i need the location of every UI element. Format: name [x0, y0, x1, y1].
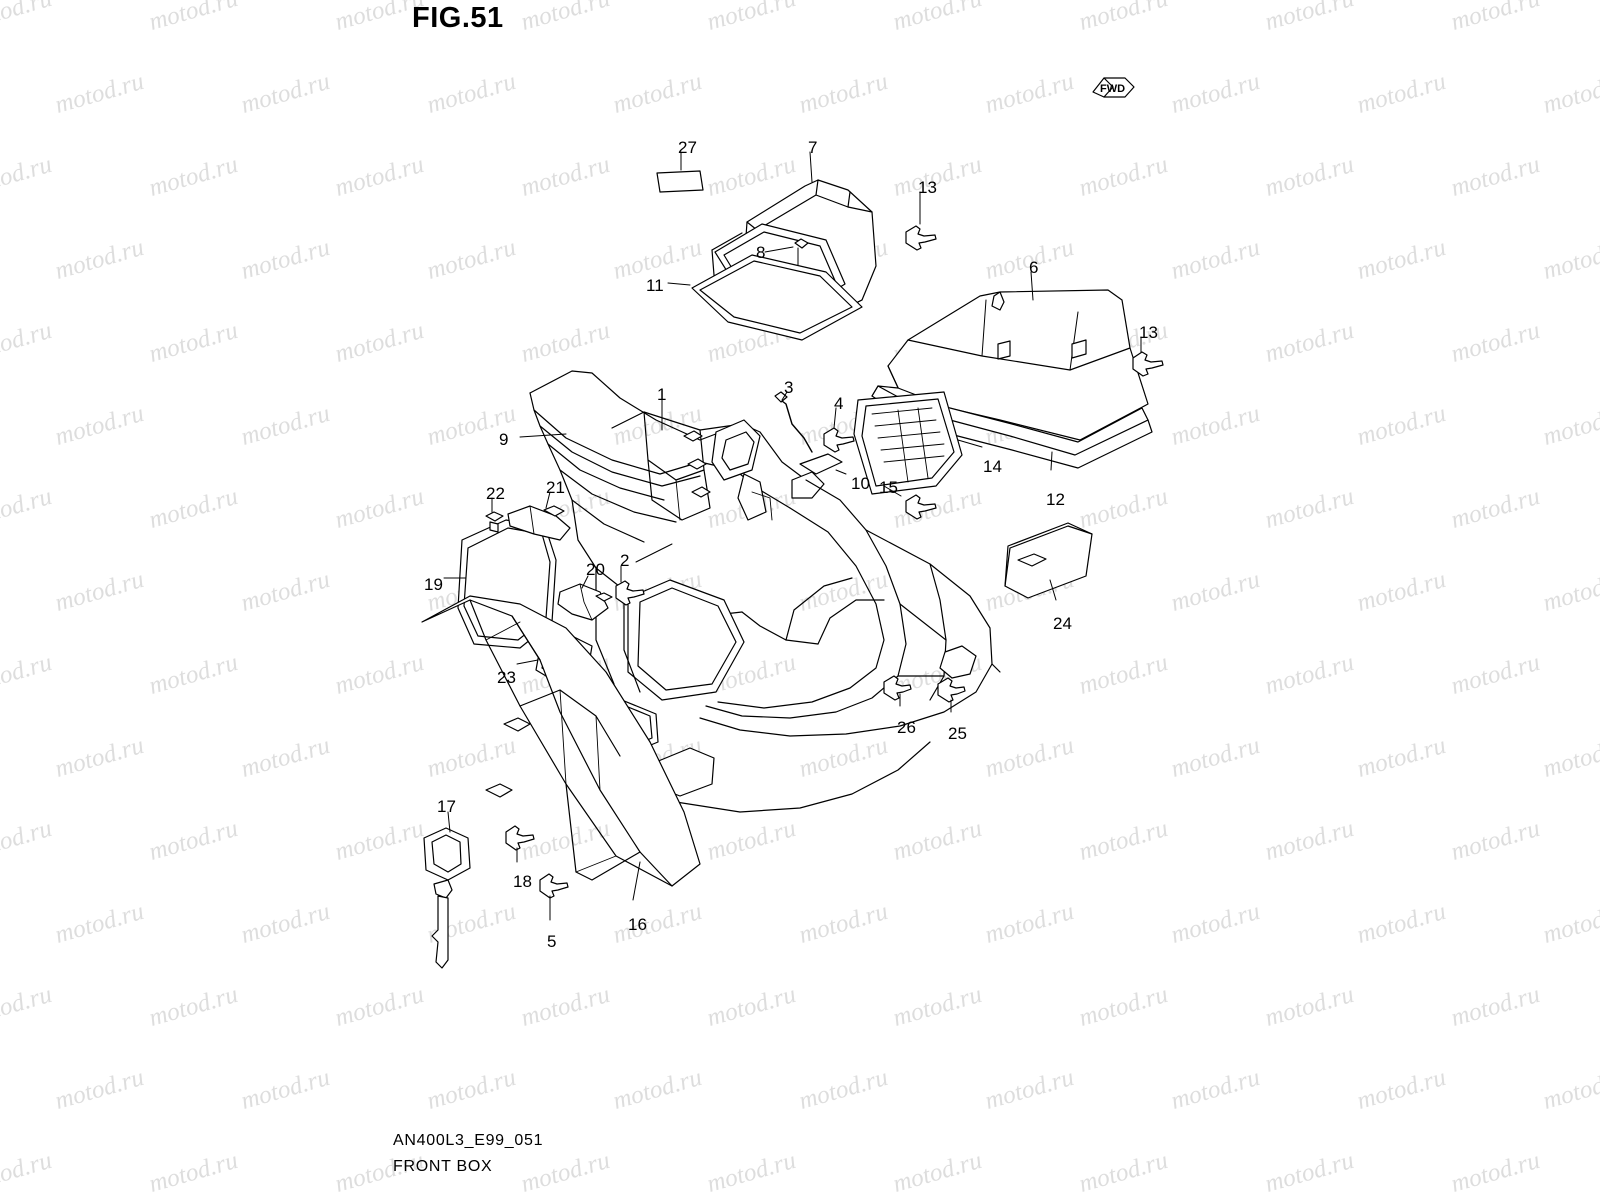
callout-22: 22	[486, 484, 505, 503]
callout-2: 2	[620, 551, 630, 570]
part-15-screw	[905, 494, 937, 520]
part-21-hinge	[507, 505, 571, 541]
part-11-gasket	[691, 254, 863, 341]
callout-26: 26	[897, 718, 916, 737]
callout-15: 15	[879, 478, 898, 497]
figure-footer: AN400L3_E99_051 FRONT BOX	[393, 1128, 543, 1180]
callout-4: 4	[834, 394, 844, 413]
callout-6: 6	[1029, 258, 1039, 277]
callout-23: 23	[497, 668, 516, 687]
part-20-latch	[557, 583, 613, 621]
callout-25: 25	[948, 724, 967, 743]
callout-13b: 13	[1139, 323, 1158, 342]
part-16-lower-trim	[421, 595, 701, 887]
callout-14: 14	[983, 457, 1002, 476]
page-title: FIG.51	[412, 2, 504, 34]
callout-19: 19	[424, 575, 443, 594]
part-17-lock-set	[423, 827, 471, 969]
part-25-screw	[937, 677, 966, 703]
part-22-cap	[485, 511, 504, 533]
callout-11: 11	[646, 276, 664, 295]
footer-code: AN400L3_E99_051	[393, 1132, 544, 1149]
part-27-plate	[656, 170, 704, 193]
callout-3: 3	[784, 378, 794, 397]
part-6-inner-box	[887, 289, 1149, 441]
callout-18: 18	[513, 872, 532, 891]
footer-name: FRONT BOX	[393, 1158, 493, 1175]
callout-8: 8	[756, 243, 766, 262]
callout-20: 20	[586, 560, 605, 579]
fwd-arrow-icon: FWD	[1092, 77, 1135, 98]
callout-16: 16	[628, 915, 647, 934]
part-2-screw	[615, 580, 645, 606]
callout-27: 27	[678, 138, 697, 157]
part-13-screw-a	[905, 225, 937, 251]
part-4-screw	[823, 427, 855, 453]
callout-9: 9	[499, 430, 509, 449]
callout-17: 17	[437, 797, 456, 816]
part-5-screw	[539, 873, 569, 899]
callout-24: 24	[1053, 614, 1072, 633]
part-10-pad	[799, 453, 843, 475]
svg-text:FWD: FWD	[1100, 83, 1125, 95]
part-24-cover	[1004, 522, 1093, 599]
part-26-screw	[883, 675, 912, 701]
callout-10: 10	[851, 474, 870, 493]
part-13-screw-b	[1132, 351, 1164, 377]
callout-1: 1	[657, 385, 667, 404]
callout-13a: 13	[918, 178, 937, 197]
part-14-grille	[853, 391, 963, 495]
part-3-rod	[774, 391, 813, 453]
callout-5: 5	[547, 932, 557, 951]
callout-7: 7	[808, 138, 818, 157]
part-18-screw	[505, 825, 535, 851]
callout-12: 12	[1046, 490, 1065, 509]
callout-21: 21	[546, 478, 565, 497]
